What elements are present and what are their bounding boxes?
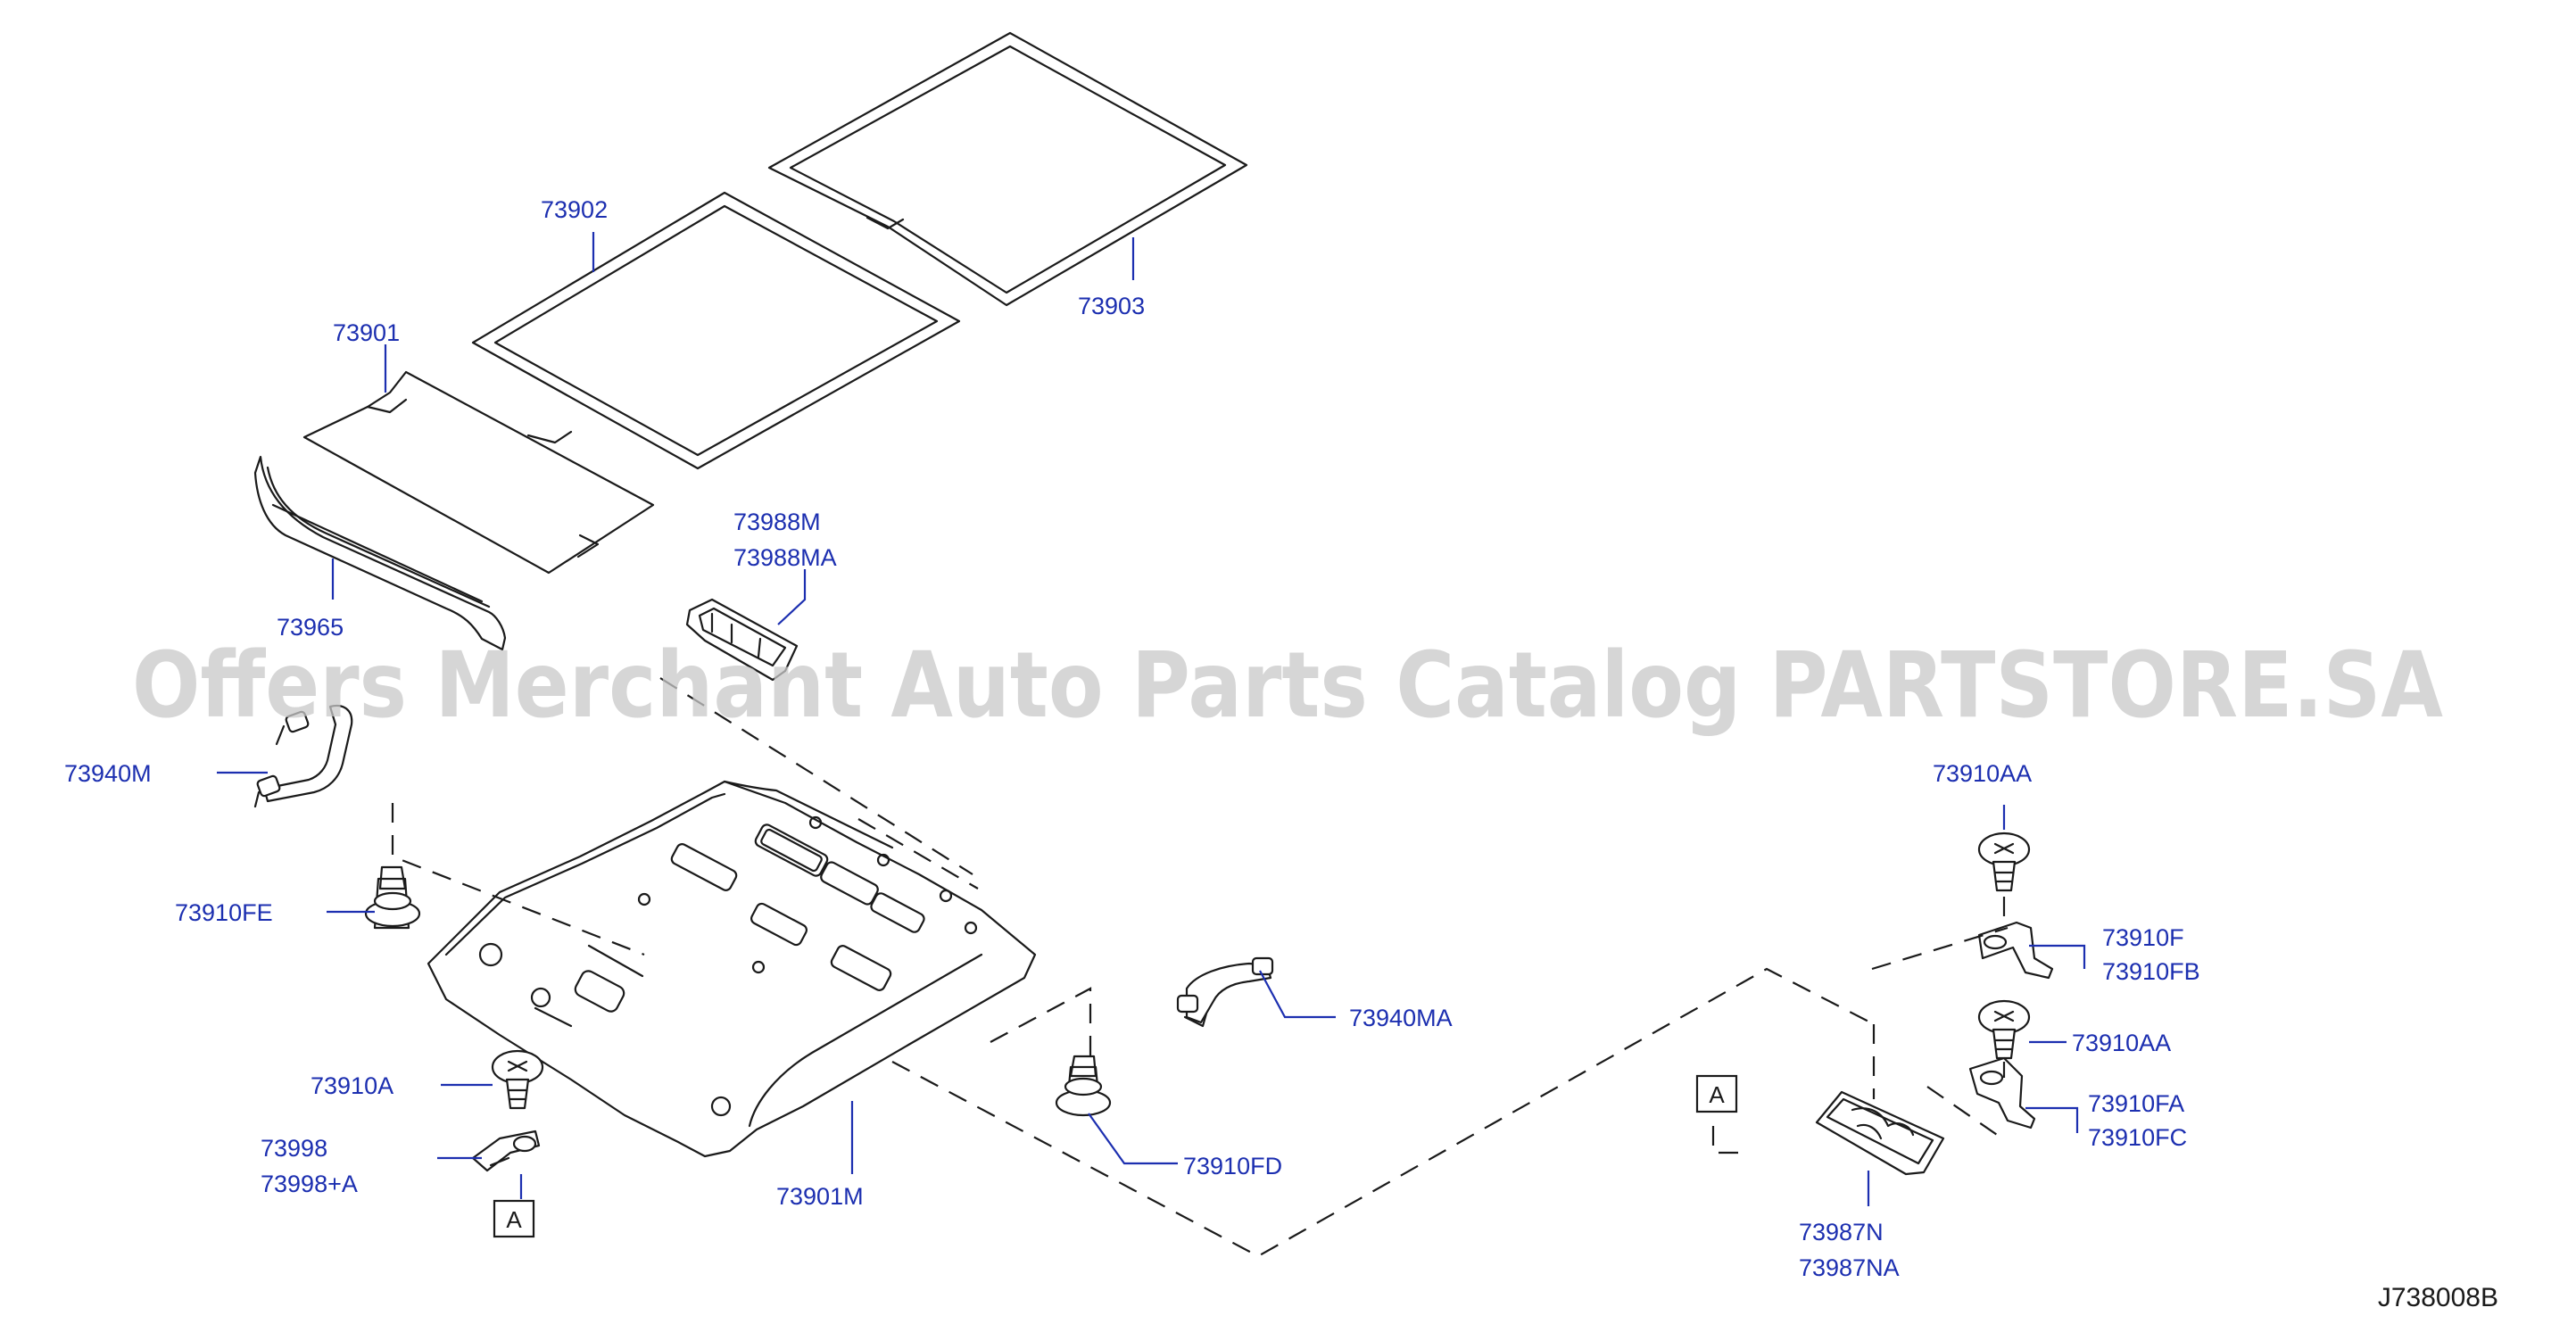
svg-text:A: A xyxy=(1709,1081,1725,1108)
roof-panel-73901 xyxy=(302,370,655,575)
label-73910fd[interactable]: 73910FD xyxy=(1183,1153,1282,1179)
screw-73910aa-mid xyxy=(1977,999,2031,1060)
label-73998[interactable]: 73998 xyxy=(261,1135,327,1162)
label-73910a[interactable]: 73910A xyxy=(311,1072,393,1099)
ref-box-a-left: A xyxy=(493,1199,535,1238)
label-73965[interactable]: 73965 xyxy=(277,614,344,641)
roof-panel-73902 xyxy=(471,191,961,470)
label-73910aa-top[interactable]: 73910AA xyxy=(1933,760,2032,787)
leader-lines xyxy=(217,232,2086,1206)
ref-box-a-right: A xyxy=(1695,1074,1738,1113)
label-73910fc[interactable]: 73910FC xyxy=(2088,1124,2187,1151)
assembly-lines xyxy=(391,677,2009,1258)
front-trim-73965 xyxy=(253,455,507,651)
label-73910f[interactable]: 73910F xyxy=(2102,924,2184,951)
roof-panel-73903 xyxy=(767,31,1248,307)
assist-grip-73940m xyxy=(253,704,353,808)
label-73940ma[interactable]: 73940MA xyxy=(1349,1005,1453,1031)
label-73903[interactable]: 73903 xyxy=(1078,293,1145,319)
label-73910fa[interactable]: 73910FA xyxy=(2088,1090,2184,1117)
label-73988m[interactable]: 73988M xyxy=(733,509,821,535)
label-73910fe[interactable]: 73910FE xyxy=(175,899,273,926)
watermark: Offers Merchant Auto Parts Catalog PARTS… xyxy=(132,633,2443,739)
screw-73910a xyxy=(491,1049,544,1110)
part-labels: 73902 73903 73901 73988M 73988MA 73965 7… xyxy=(64,196,2200,1281)
bracket-73910f xyxy=(1977,921,2054,980)
label-73910fb[interactable]: 73910FB xyxy=(2102,958,2200,985)
clip-73910fe xyxy=(364,865,421,930)
clip-73910fd xyxy=(1055,1055,1112,1117)
bracket-73910fa xyxy=(1968,1056,2036,1130)
headlining-73901m xyxy=(427,780,1037,1158)
label-73901m[interactable]: 73901M xyxy=(776,1183,864,1210)
label-73987n[interactable]: 73987N xyxy=(1799,1219,1884,1245)
screw-73910aa-top xyxy=(1977,832,2031,892)
label-73910aa-mid[interactable]: 73910AA xyxy=(2072,1030,2171,1056)
label-73988ma[interactable]: 73988MA xyxy=(733,544,837,571)
diagram-code: J738008B xyxy=(2378,1283,2498,1312)
label-73998-a[interactable]: 73998+A xyxy=(261,1171,358,1197)
clip-73998 xyxy=(471,1130,541,1172)
lamp-73987n xyxy=(1815,1090,1945,1176)
label-73902[interactable]: 73902 xyxy=(541,196,608,223)
label-73901[interactable]: 73901 xyxy=(333,319,400,346)
assist-grip-73940ma xyxy=(1176,956,1274,1028)
lamp-73988m xyxy=(685,598,799,682)
svg-text:A: A xyxy=(506,1206,522,1233)
label-73940m[interactable]: 73940M xyxy=(64,760,152,787)
label-73987na[interactable]: 73987NA xyxy=(1799,1254,1900,1281)
